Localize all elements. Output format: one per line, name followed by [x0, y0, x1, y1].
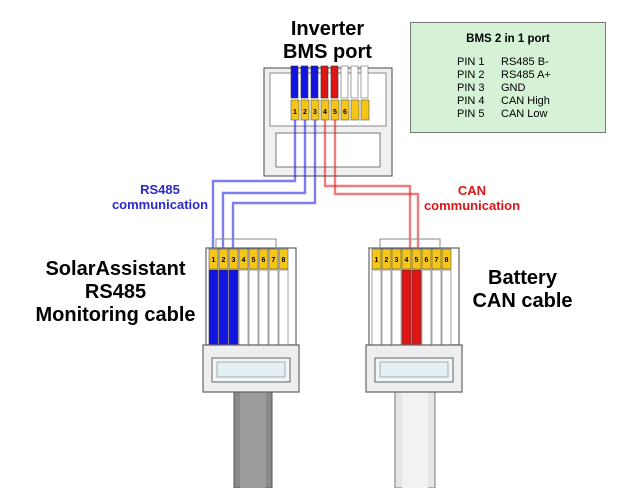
left-cable-line1: SolarAssistant [45, 258, 186, 280]
port-pin-number: 2 [303, 109, 307, 116]
pinout-signal: RS485 B- [501, 56, 549, 68]
plug-pin-number: 4 [405, 257, 409, 264]
plug-pin-number: 8 [445, 257, 449, 264]
bms-pinout-title: BMS 2 in 1 port [466, 33, 550, 45]
pinout-signal: CAN High [501, 95, 550, 107]
pinout-pin: PIN 2 [457, 69, 485, 81]
plug-pin-number: 7 [272, 257, 276, 264]
plug-pin-number: 5 [252, 257, 256, 264]
port-contacts [290, 65, 369, 99]
inverter-title-line1: Inverter [290, 18, 365, 40]
pinout-pin: PIN 4 [457, 95, 485, 107]
port-pin-number: 6 [343, 109, 347, 116]
right-cable-line2: CAN cable [472, 290, 573, 312]
pinout-signal: RS485 A+ [501, 69, 551, 81]
pinout-row: PIN 2 RS485 A+ [457, 69, 551, 82]
inverter-title: Inverter BMS port [265, 18, 390, 64]
port-pin-labels: 1 2 3 4 5 6 [290, 99, 370, 121]
plug-pin-number: 6 [425, 257, 429, 264]
battery-cable-label: Battery CAN cable [460, 267, 585, 313]
right-cable-line1: Battery [488, 267, 557, 289]
plug-pin-number: 4 [242, 257, 246, 264]
rs485-wires [211, 120, 317, 248]
plug-pin-number: 2 [222, 257, 226, 264]
port-pin-number: 1 [293, 109, 297, 116]
port-pin-number: 4 [323, 109, 327, 116]
rs485-plug-pin-labels: 1 2 3 4 5 6 7 8 [208, 248, 289, 270]
rs485-communication-label: RS485 communication [100, 182, 220, 212]
can-comm-line1: CAN [457, 183, 487, 198]
pinout-row: PIN 3 GND [457, 82, 525, 95]
pinout-signal: CAN Low [501, 108, 548, 120]
inverter-title-line2: BMS port [283, 41, 372, 63]
rs485-plug: 1 2 3 4 5 6 7 8 [202, 238, 300, 488]
plug-pin-number: 1 [212, 257, 216, 264]
left-cable-line2: RS485 [84, 281, 147, 303]
inverter-bms-port: 1 2 3 4 5 6 [263, 65, 393, 177]
can-plug: 1 2 3 4 5 6 7 8 [365, 238, 463, 488]
rs485-plug-wires [208, 269, 289, 346]
rs485-comm-line2: communication [111, 197, 209, 212]
bms-pinout-box: BMS 2 in 1 port PIN 1 RS485 B- PIN 2 RS485… [410, 22, 606, 133]
rs485-comm-line1: RS485 [140, 182, 180, 197]
pinout-signal: GND [501, 82, 526, 94]
plug-pin-number: 5 [415, 257, 419, 264]
plug-pin-number: 3 [232, 257, 236, 264]
plug-pin-number: 7 [435, 257, 439, 264]
pinout-pin: PIN 5 [457, 108, 485, 120]
can-communication-label: CAN communication [413, 183, 531, 213]
plug-pin-number: 3 [395, 257, 399, 264]
port-pin-number: 3 [313, 109, 317, 116]
plug-pin-number: 2 [385, 257, 389, 264]
can-comm-line2: communication [423, 198, 521, 213]
pinout-row: PIN 5 CAN Low [457, 108, 547, 121]
solarassistant-cable-label: SolarAssistant RS485 Monitoring cable [28, 258, 203, 327]
left-cable-line3: Monitoring cable [35, 304, 196, 326]
plug-pin-number: 1 [375, 257, 379, 264]
can-plug-pin-labels: 1 2 3 4 5 6 7 8 [371, 248, 452, 270]
port-pin-number: 5 [333, 109, 337, 116]
pinout-pin: PIN 3 [457, 82, 485, 94]
plug-pin-number: 8 [282, 257, 286, 264]
pinout-pin: PIN 1 [457, 56, 485, 68]
pinout-row: PIN 4 CAN High [457, 95, 550, 108]
plug-pin-number: 6 [262, 257, 266, 264]
pinout-row: PIN 1 RS485 B- [457, 56, 549, 69]
can-wires [323, 120, 420, 248]
